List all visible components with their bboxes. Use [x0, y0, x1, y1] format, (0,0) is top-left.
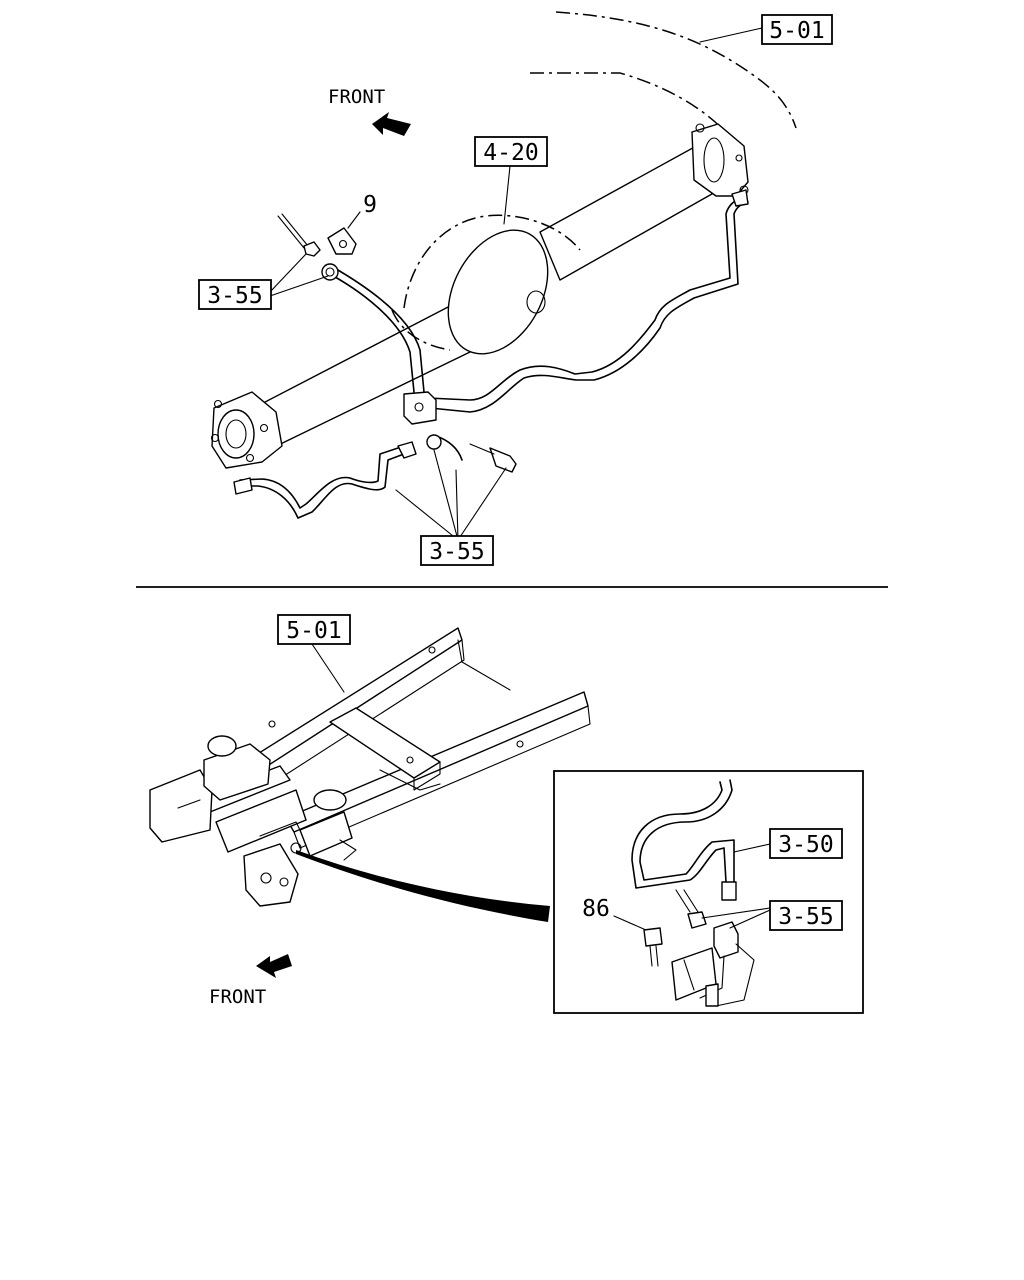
inset-fitting-upper: [721, 881, 737, 901]
svg-text:3-55: 3-55: [778, 904, 833, 930]
fitting-nut-upper-1: [303, 241, 321, 257]
bolt-upper: [469, 443, 517, 473]
front-label-upper: FRONT: [328, 86, 385, 108]
clip-9: [327, 227, 357, 255]
front-arrow-icon: [256, 954, 292, 978]
svg-text:3-55: 3-55: [429, 539, 484, 565]
front-arrow-upper: FRONT: [328, 86, 411, 136]
left-axle-flange: [210, 391, 283, 469]
pipe-end-right: [731, 189, 749, 207]
inset-bracket: [671, 947, 719, 1007]
front-arrow-lower: FRONT: [209, 954, 292, 1008]
leader-lines-upper: [269, 27, 763, 541]
inset-fitting-lower: [687, 911, 707, 929]
body-outline: [530, 11, 797, 151]
front-arrow-icon: [372, 112, 411, 136]
callout-3-55-upper-left: 3-55: [198, 279, 272, 310]
right-axle-flange: [691, 123, 749, 197]
callout-3-50: 3-50: [769, 828, 843, 859]
callout-86: 86: [582, 896, 610, 922]
inset-bolt-86: [643, 927, 663, 967]
pipe-end-left: [233, 477, 253, 495]
brake-pipes-upper: [233, 189, 749, 519]
inset-union-block: [699, 921, 755, 1007]
detail-inset: 3-50 3-55 86: [553, 770, 864, 1014]
callout-5-01-lower: 5-01: [277, 614, 351, 645]
frame-assembly: [149, 627, 591, 907]
svg-text:4-20: 4-20: [483, 140, 538, 166]
fitting-nut-lower-2: [426, 434, 442, 450]
callout-5-01-top: 5-01: [761, 14, 833, 45]
svg-text:3-55: 3-55: [207, 283, 262, 309]
junction-block: [403, 391, 437, 425]
front-label-lower: FRONT: [209, 986, 266, 1008]
svg-text:5-01: 5-01: [769, 18, 824, 44]
upper-view: FRONT: [198, 11, 833, 566]
fitting-nut-upper-2: [321, 263, 339, 281]
callout-4-20: 4-20: [474, 136, 548, 167]
svg-text:5-01: 5-01: [286, 618, 341, 644]
callout-3-55-lower: 3-55: [420, 535, 494, 566]
leader-frame: [311, 643, 345, 693]
svg-text:86: 86: [582, 896, 610, 922]
svg-text:9: 9: [363, 192, 377, 218]
lower-view: FRONT 5-01: [149, 614, 864, 1014]
svg-text:3-50: 3-50: [778, 832, 833, 858]
callout-9: 9: [363, 192, 377, 218]
detail-pointer-icon: [296, 850, 550, 922]
fitting-nut-lower-1: [397, 441, 417, 459]
rear-axle-housing: [210, 123, 749, 469]
callout-3-55-inset: 3-55: [769, 900, 843, 931]
